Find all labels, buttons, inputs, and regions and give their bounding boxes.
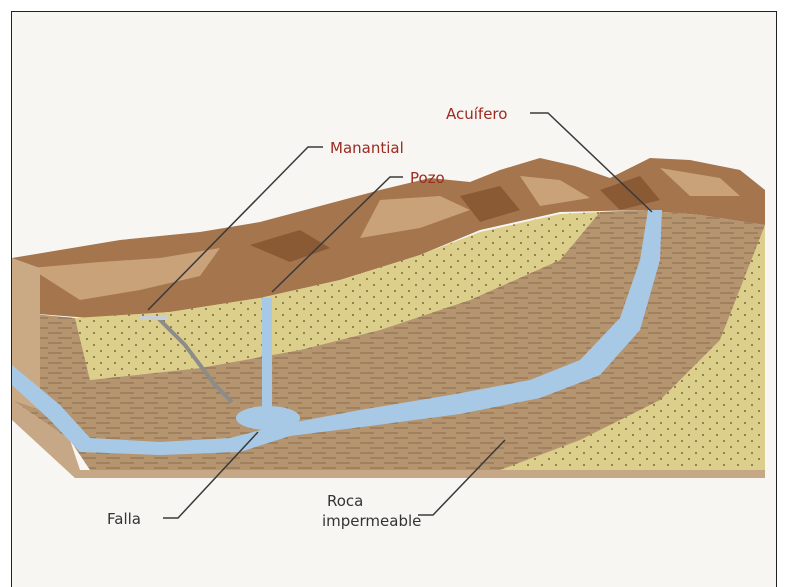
well-shaft <box>262 298 272 418</box>
acuifero-label: Acuífero <box>446 105 507 123</box>
falla-label: Falla <box>107 510 141 528</box>
pozo-label: Pozo <box>410 169 445 187</box>
roca-label-line1: Roca <box>327 492 363 510</box>
manantial-label: Manantial <box>330 139 404 157</box>
roca-label-line2: impermeable <box>322 512 421 530</box>
